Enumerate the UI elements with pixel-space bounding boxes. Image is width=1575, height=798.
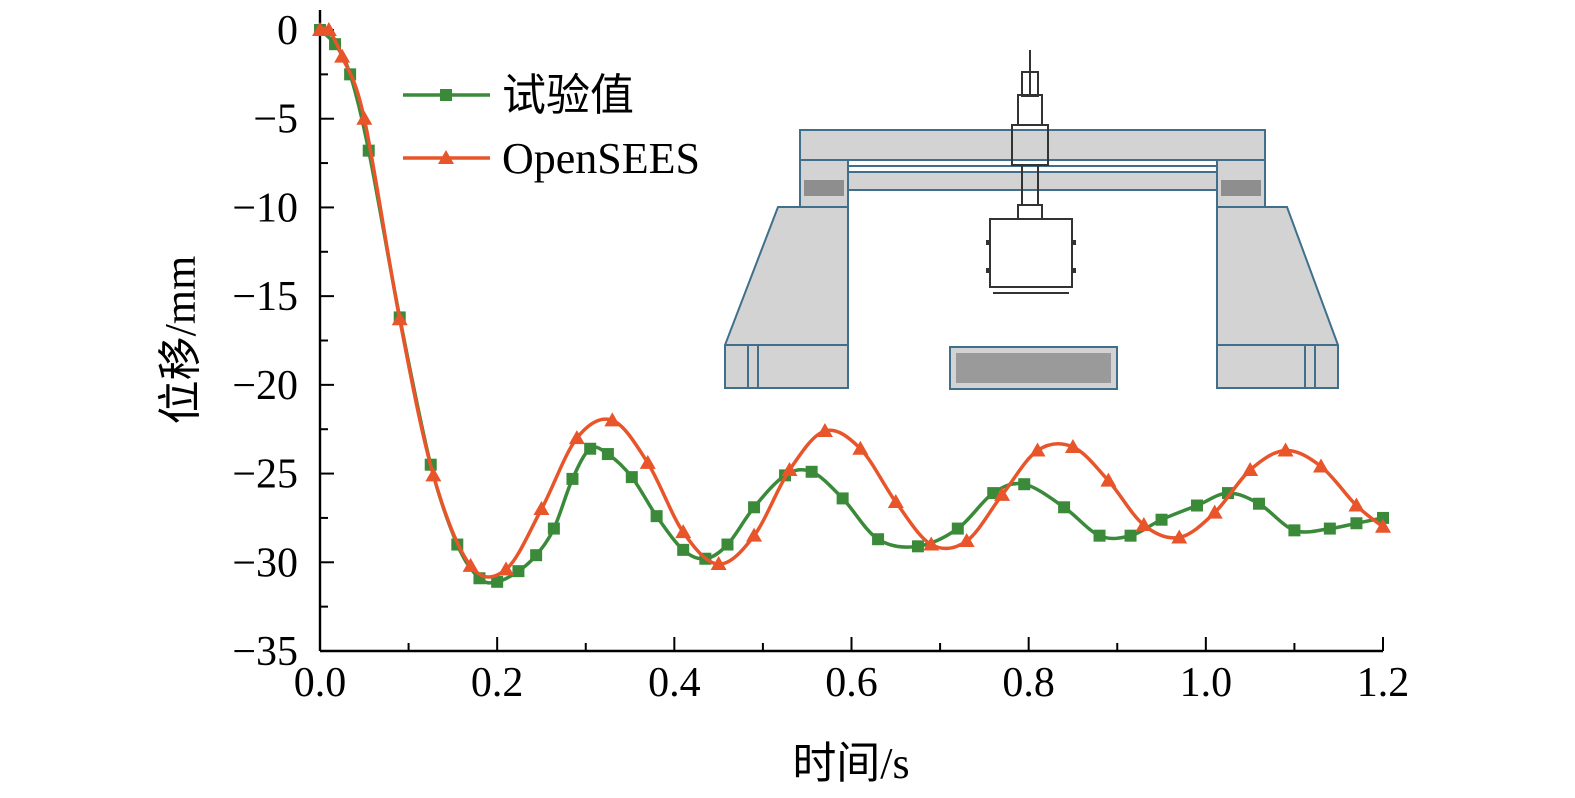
data-point-square	[872, 533, 885, 546]
y-tick-label: −25	[232, 452, 298, 498]
legend-marker-opensees	[438, 150, 454, 164]
x-tick-label: 0.8	[1002, 660, 1055, 706]
y-tick-label: −15	[232, 274, 298, 320]
x-tick-label: 0.6	[825, 660, 878, 706]
y-tick-label: −35	[232, 629, 298, 675]
data-point-triangle	[533, 501, 550, 516]
data-point-triangle	[887, 493, 904, 508]
data-point-triangle	[1206, 504, 1223, 519]
data-point-square	[491, 575, 504, 588]
x-tick-label: 1.2	[1357, 660, 1410, 706]
data-point-square	[1323, 522, 1336, 535]
data-point-square	[805, 465, 818, 478]
data-point-square	[677, 543, 690, 556]
y-tick-label: −30	[232, 540, 298, 586]
data-point-triangle	[356, 110, 373, 125]
data-point-triangle	[746, 527, 763, 542]
data-point-triangle	[1348, 497, 1365, 512]
x-tick-label: 0.0	[294, 660, 347, 706]
data-point-triangle	[1375, 518, 1391, 533]
data-point-square	[987, 487, 1000, 500]
data-point-triangle	[462, 557, 479, 572]
data-point-square	[625, 471, 638, 484]
data-point-triangle	[568, 430, 585, 445]
data-point-square	[566, 472, 579, 485]
data-point-triangle	[1064, 438, 1081, 453]
data-point-triangle	[1242, 462, 1259, 477]
data-point-square	[530, 549, 543, 562]
y-tick-label: 0	[277, 8, 298, 54]
data-point-triangle	[781, 462, 798, 477]
data-point-triangle	[675, 524, 692, 539]
legend-entry-opensees: OpenSEES	[403, 134, 700, 183]
data-point-triangle	[1135, 517, 1152, 532]
data-point-square	[601, 448, 614, 461]
data-point-square	[1190, 499, 1203, 512]
data-point-square	[911, 540, 924, 553]
data-point-square	[650, 510, 663, 523]
x-tick-label: 0.2	[471, 660, 524, 706]
data-point-triangle	[639, 454, 656, 469]
x-tick-label: 0.4	[648, 660, 701, 706]
legend-marker-test	[440, 89, 452, 101]
data-point-square	[547, 522, 560, 535]
data-point-square	[584, 442, 597, 455]
data-point-square	[1252, 497, 1265, 510]
y-axis-title: 位移/mm	[156, 256, 205, 425]
data-point-square	[1093, 529, 1106, 542]
data-point-triangle	[1312, 458, 1329, 473]
data-point-triangle	[425, 467, 442, 482]
tick-labels: 0.0 0.2 0.4 0.6 0.8 1.0 1.2 0 −5 −10 −15 −20 −25 −30 −…	[232, 8, 1409, 706]
data-point-square	[1155, 513, 1168, 526]
data-point-triangle	[710, 556, 727, 571]
inset-test-setup-diagram	[724, 50, 1339, 390]
data-point-triangle	[1100, 472, 1117, 487]
data-point-triangle	[994, 486, 1011, 501]
data-point-square	[836, 492, 849, 505]
legend: 试验值 OpenSEES	[403, 71, 700, 183]
data-point-triangle	[816, 422, 833, 437]
x-axis-title: 时间/s	[792, 739, 909, 788]
x-tick-label: 1.0	[1180, 660, 1233, 706]
legend-label-opensees: OpenSEES	[502, 134, 700, 183]
data-point-triangle	[604, 412, 621, 427]
series-1	[312, 22, 1391, 579]
data-point-triangle	[334, 48, 351, 63]
data-point-triangle	[923, 536, 940, 551]
legend-entry-test: 试验值	[403, 71, 634, 120]
data-point-triangle	[320, 22, 337, 36]
data-point-triangle	[958, 532, 975, 547]
y-tick-label: −5	[253, 97, 298, 143]
data-point-square	[951, 522, 964, 535]
data-point-triangle	[1029, 442, 1046, 457]
data-point-square	[1377, 511, 1389, 524]
data-point-square	[1018, 478, 1031, 491]
data-point-square	[748, 501, 761, 514]
data-point-triangle	[852, 440, 869, 455]
data-point-square	[1124, 529, 1137, 542]
legend-label-test: 试验值	[502, 71, 634, 120]
series-layer	[312, 22, 1391, 588]
data-point-square	[1350, 517, 1363, 530]
data-point-triangle	[1277, 442, 1294, 457]
y-tick-label: −10	[232, 185, 298, 231]
data-point-triangle	[391, 311, 408, 326]
data-point-square	[721, 538, 734, 551]
data-point-square	[1058, 501, 1071, 514]
data-point-triangle	[1171, 529, 1188, 544]
y-tick-label: −20	[232, 363, 298, 409]
data-point-square	[1288, 524, 1301, 537]
data-point-triangle	[498, 561, 515, 576]
data-point-square	[512, 565, 525, 578]
